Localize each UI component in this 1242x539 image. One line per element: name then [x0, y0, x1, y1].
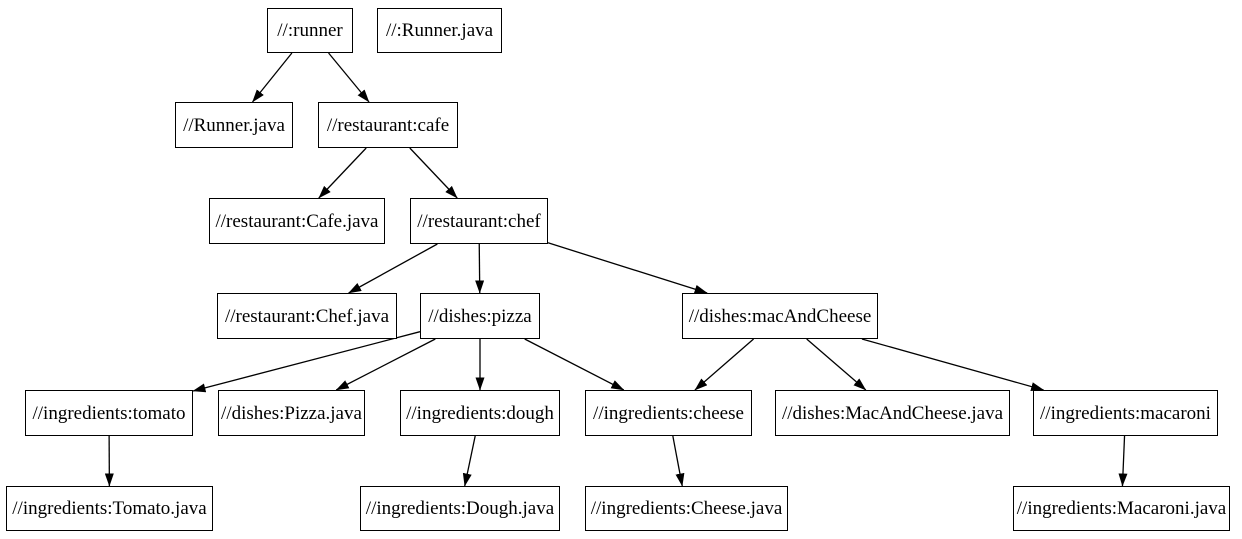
- graph-edge-chef-to-mac_and_cheese: [547, 242, 708, 294]
- graph-edge-mac_and_cheese-to-cheese: [694, 338, 754, 391]
- graph-edge-chef-to-pizza: [475, 243, 485, 294]
- graph-node-mac_and_cheese_java: //dishes:MacAndCheese.java: [775, 390, 1010, 436]
- graph-node-tomato_java: //ingredients:Tomato.java: [6, 486, 213, 531]
- graph-edge-chef-to-chef_java: [348, 243, 438, 294]
- graph-edge-mac_and_cheese-to-macaroni: [861, 338, 1045, 391]
- graph-node-cheese: //ingredients:cheese: [585, 390, 752, 436]
- graph-node-macaroni: //ingredients:macaroni: [1033, 390, 1218, 436]
- graph-node-macaroni_java: //ingredients:Macaroni.java: [1013, 486, 1230, 531]
- graph-node-runner_java: //Runner.java: [175, 102, 293, 148]
- graph-node-root_runner: //:runner: [267, 8, 353, 53]
- graph-node-cafe: //restaurant:cafe: [318, 102, 458, 148]
- edge-group: [104, 52, 1128, 487]
- graph-edge-mac_and_cheese-to-mac_and_cheese_java: [806, 338, 867, 391]
- graph-node-dough_java: //ingredients:Dough.java: [360, 486, 560, 531]
- graph-node-chef_java: //restaurant:Chef.java: [217, 293, 397, 339]
- graph-node-dough: //ingredients:dough: [400, 390, 560, 436]
- graph-node-pizza: //dishes:pizza: [420, 293, 540, 339]
- graph-edge-dough-to-dough_java: [462, 435, 476, 487]
- graph-node-tomato: //ingredients:tomato: [25, 390, 193, 436]
- graph-edge-pizza-to-cheese: [524, 338, 625, 391]
- graph-node-mac_and_cheese: //dishes:macAndCheese: [682, 293, 878, 339]
- graph-edge-root_runner-to-cafe: [328, 52, 370, 103]
- graph-edge-cafe-to-chef: [409, 147, 458, 199]
- graph-node-cafe_java: //restaurant:Cafe.java: [209, 198, 385, 244]
- graph-edge-root_runner-to-runner_java: [251, 52, 293, 103]
- graph-node-root_runner_java: //:Runner.java: [377, 8, 502, 53]
- graph-edge-macaroni-to-macaroni_java: [1118, 435, 1128, 487]
- graph-node-pizza_java: //dishes:Pizza.java: [218, 390, 365, 436]
- graph-node-chef: //restaurant:chef: [410, 198, 548, 244]
- graph-edge-pizza-to-tomato: [192, 331, 421, 393]
- graph-edge-cheese-to-cheese_java: [672, 435, 685, 487]
- graph-node-cheese_java: //ingredients:Cheese.java: [585, 486, 788, 531]
- graph-edge-pizza-to-pizza_java: [335, 338, 436, 391]
- graph-edge-cafe-to-cafe_java: [318, 147, 367, 199]
